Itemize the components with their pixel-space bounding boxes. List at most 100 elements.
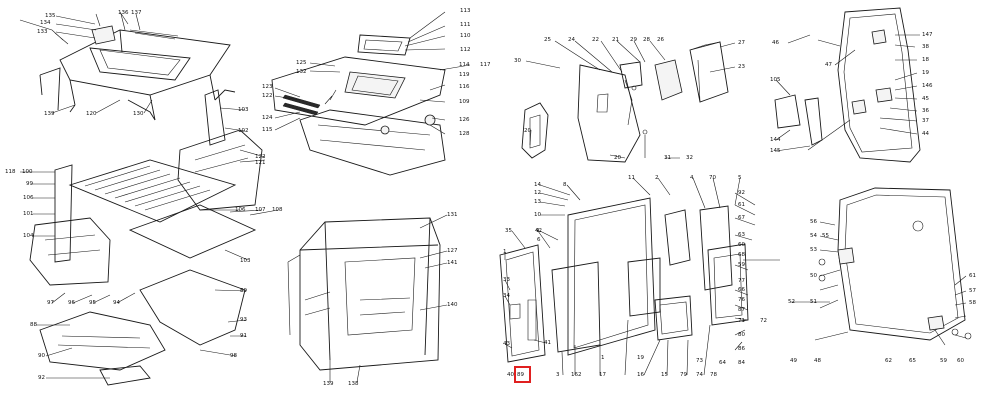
callout-label: 116 <box>459 84 470 90</box>
callout-label: 91 <box>240 333 247 339</box>
callout-label: 126 <box>459 117 470 123</box>
callout-label: 110 <box>460 33 471 39</box>
callout-label: 137 <box>131 10 142 16</box>
callout-label: 106 <box>23 195 34 201</box>
callout-label: 1 <box>503 249 507 255</box>
side-door-assembly <box>774 7 921 163</box>
callout-label: 112 <box>460 47 471 53</box>
callout-label: 121 <box>255 160 266 166</box>
callout-label: 4 <box>690 175 694 181</box>
callout-label: 60 <box>957 358 964 364</box>
door-lock-assembly <box>521 41 729 163</box>
callout-label: 139 <box>44 111 55 117</box>
callout-label: 2 <box>655 175 659 181</box>
callout-label: 44 <box>922 131 929 137</box>
callout-label: 36 <box>922 108 929 114</box>
callout-label: 47 <box>825 62 832 68</box>
callout-label: 23 <box>738 64 745 70</box>
callout-label: 15 <box>661 372 668 378</box>
callout-label: 74 <box>696 372 703 378</box>
callout-label: 41 <box>544 340 551 346</box>
callout-label: 68 <box>738 252 745 258</box>
callout-label: 29 <box>630 37 637 43</box>
callout-label: 12 <box>534 190 541 196</box>
leader-lines <box>20 11 967 383</box>
callout-label: 134 <box>40 20 51 26</box>
callout-label: 18 <box>922 57 929 63</box>
callout-label: 107 <box>255 207 266 213</box>
callout-label-highlighted[interactable]: 89 <box>517 372 524 378</box>
callout-label: 122 <box>255 154 266 160</box>
callout-label: 27 <box>738 40 745 46</box>
callout-label: 5 <box>738 175 742 181</box>
callout-label: 19 <box>922 70 929 76</box>
callout-label: 50 <box>810 273 817 279</box>
callout-label: 115 <box>262 127 273 133</box>
callout-label: 88 <box>30 322 37 328</box>
callout-label: 40 <box>507 372 514 378</box>
callout-label: 94 <box>113 300 120 306</box>
callout-label: 119 <box>459 72 470 78</box>
callout-label: 62 <box>885 358 892 364</box>
callout-label: 63 <box>738 232 745 238</box>
callout-label: 97 <box>47 300 54 306</box>
roof-frame-assembly <box>19 13 236 121</box>
callout-label: 34 <box>503 293 510 299</box>
callout-label: 145 <box>770 148 781 154</box>
callout-label: 90 <box>38 353 45 359</box>
callout-label: 84 <box>738 360 745 366</box>
callout-label: 147 <box>922 32 933 38</box>
callout-label: 11 <box>628 175 635 181</box>
callout-label: 61 <box>969 273 976 279</box>
callout-label: 122 <box>262 93 273 99</box>
callout-label: 79 <box>680 372 687 378</box>
callout-label: 38 <box>922 44 929 50</box>
callout-label: 95 <box>89 300 96 306</box>
callout-label: 77 <box>738 278 745 284</box>
callout-label: 26 <box>657 37 664 43</box>
callout-label: 109 <box>459 99 470 105</box>
callout-label: 80 <box>738 332 745 338</box>
callout-label: 20 <box>614 155 621 161</box>
callout-label: 104 <box>23 233 34 239</box>
callout-label: 64 <box>719 360 726 366</box>
callout-label: 9 <box>536 228 540 234</box>
callout-label: 106 <box>235 207 246 213</box>
callout-label: 133 <box>37 29 48 35</box>
callout-label: 61 <box>738 202 745 208</box>
callout-label: 10 <box>534 212 541 218</box>
rear-window-assembly <box>818 187 972 341</box>
callout-label: 8 <box>563 182 567 188</box>
callout-label: 33 <box>503 277 510 283</box>
callout-label: 114 <box>459 62 470 68</box>
callout-label: 43 <box>503 341 510 347</box>
callout-label: 162 <box>571 372 582 378</box>
callout-label: 28 <box>643 37 650 43</box>
cab-frame-assembly <box>287 217 441 371</box>
callout-label: 99 <box>26 181 33 187</box>
callout-label: 14 <box>534 182 541 188</box>
callout-label: 6 <box>537 237 541 243</box>
callout-label: 135 <box>45 13 56 19</box>
callout-label: 92 <box>38 375 45 381</box>
highlight-box <box>514 366 531 383</box>
callout-label: 73 <box>696 358 703 364</box>
roof-panel-assembly <box>271 34 446 176</box>
callout-label: 131 <box>447 212 458 218</box>
callout-label: 22 <box>592 37 599 43</box>
callout-label: 51 <box>810 299 817 305</box>
callout-label: 138 <box>348 381 359 387</box>
callout-label: 58 <box>969 300 976 306</box>
callout-label: 67 <box>738 215 745 221</box>
callout-label: 42 <box>535 228 542 234</box>
callout-label: 120 <box>86 111 97 117</box>
callout-label: 141 <box>447 260 458 266</box>
callout-label: 103 <box>240 258 251 264</box>
callout-label: 105 <box>770 77 781 83</box>
callout-label: 93 <box>240 317 247 323</box>
callout-label: 57 <box>969 288 976 294</box>
callout-label: 46 <box>772 40 779 46</box>
callout-label: 25 <box>544 37 551 43</box>
callout-label: 59 <box>940 358 947 364</box>
